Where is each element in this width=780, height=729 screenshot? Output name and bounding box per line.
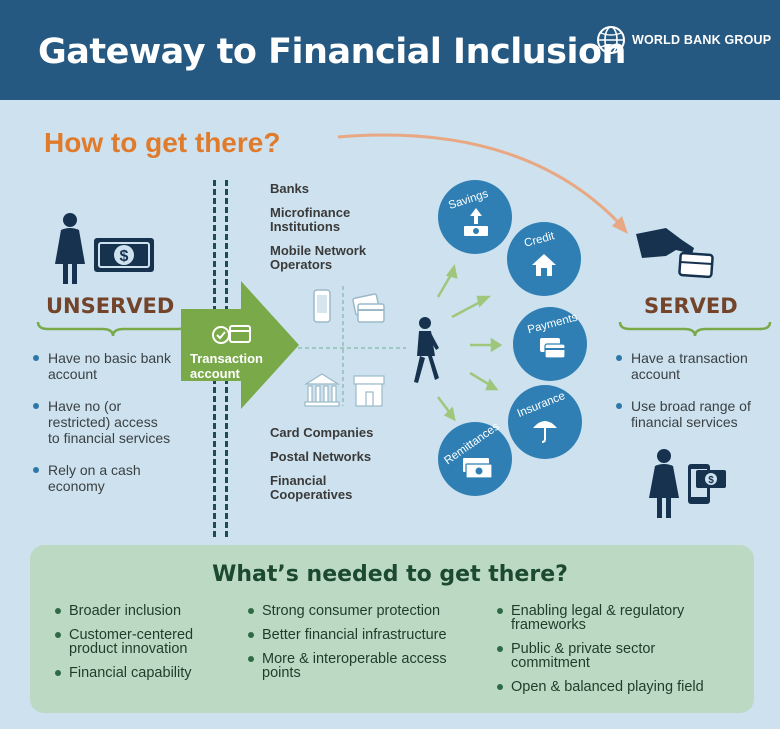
woman-icon (649, 449, 679, 518)
provider-icons (298, 286, 406, 407)
service-arrows (436, 264, 502, 422)
world-bank-logo: WORLD BANK GROUP (596, 25, 771, 55)
unserved-label: UNSERVED (46, 294, 175, 318)
needed-box (30, 545, 754, 713)
payment-cards-icon (540, 338, 566, 359)
providers-bottom: Card Companies Postal Networks Financial… (270, 426, 390, 512)
transaction-arrow (181, 281, 299, 409)
logo-text: WORLD BANK GROUP (632, 33, 772, 47)
list-item: Broader inclusion (54, 604, 234, 618)
providers-top: Banks Microfinance Institutions Mobile N… (270, 182, 390, 282)
walking-woman-icon (414, 317, 439, 383)
list-item: Have a transaction account (615, 350, 755, 382)
shop-icon (353, 375, 385, 407)
svg-text:$: $ (120, 248, 129, 265)
phone-payment-icon: $ (688, 464, 726, 504)
list-item: Have no basic bank account (32, 350, 192, 382)
provider-item: Card Companies (270, 425, 374, 440)
savings-icon (464, 208, 488, 236)
served-brace (618, 321, 772, 337)
woman-icon (55, 213, 85, 284)
provider-item: Banks (270, 181, 310, 196)
list-item: Have no (or restricted) access to financ… (32, 398, 172, 446)
list-item: More & interoperable access points (247, 652, 482, 680)
served-list: Have a transaction account Use broad ran… (615, 350, 775, 446)
cash-icon: $ (94, 238, 154, 272)
how-title: How to get there? (44, 127, 281, 158)
list-item: Use broad range of financial services (615, 398, 775, 430)
mobile-phone-icon (313, 289, 331, 323)
list-item: Financial capability (54, 666, 234, 680)
page-title: Gateway to Financial Inclusion (38, 32, 626, 72)
list-item: Rely on a cash economy (32, 462, 152, 494)
needed-col-1: Broader inclusion Customer-centered prod… (54, 604, 234, 690)
provider-item: Financial Cooperatives (270, 473, 353, 502)
served-bottom-icons: $ (649, 449, 726, 518)
list-item: Better financial infrastructure (247, 628, 487, 642)
served-label: SERVED (644, 294, 738, 318)
list-item: Open & balanced playing field (496, 680, 746, 694)
header-bar: Gateway to Financial Inclusion WORLD BAN… (0, 0, 780, 100)
provider-item: Mobile Network Operators (270, 243, 367, 272)
list-item: Enabling legal & regulatory frameworks (496, 604, 726, 632)
provider-item: Microfinance Institutions (270, 205, 351, 234)
bank-icon (303, 373, 341, 407)
globe-icon (597, 26, 625, 54)
needed-col-3: Enabling legal & regulatory frameworks P… (496, 604, 746, 704)
umbrella-icon (533, 421, 557, 443)
list-item: Strong consumer protection (247, 604, 487, 618)
provider-item: Postal Networks (270, 449, 372, 464)
needed-title: What’s needed to get there? (212, 562, 568, 587)
remittance-cash-icon (463, 458, 493, 479)
hand-card-icon (636, 228, 714, 279)
needed-col-2: Strong consumer protection Better financ… (247, 604, 487, 690)
list-item: Customer-centered product innovation (54, 628, 224, 656)
account-card-icon (212, 325, 251, 344)
transaction-account-label: Transaction account (190, 351, 263, 381)
svg-text:$: $ (708, 475, 714, 486)
card-icon (352, 293, 385, 323)
unserved-icons: $ (55, 213, 154, 284)
list-item: Public & private sector commitment (496, 642, 696, 670)
unserved-brace (36, 321, 190, 337)
house-icon (532, 254, 556, 276)
unserved-list: Have no basic bank account Have no (or r… (32, 350, 192, 510)
